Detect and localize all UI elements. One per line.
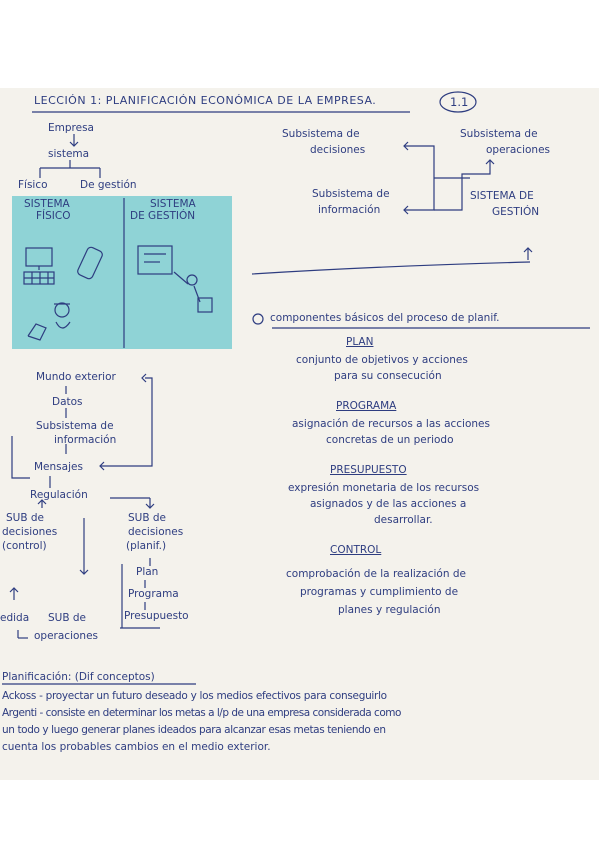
panel-fisico-title-2: FÍSICO: [36, 210, 71, 222]
plan-title: PLAN: [346, 336, 374, 348]
bottom-heading: Planificación: (Dif conceptos): [2, 671, 155, 683]
programa-line-1: asignación de recursos a las acciones: [292, 418, 490, 430]
rd-sistema-gestion-1: SISTEMA DE: [470, 190, 534, 202]
flow-regulacion: Regulación: [30, 489, 88, 501]
flow-presupuesto: Presupuesto: [124, 610, 189, 622]
flow-mundo-exterior: Mundo exterior: [36, 371, 116, 383]
panel-gestion-title-2: DE GESTIÓN: [130, 210, 196, 222]
presupuesto-title: PRESUPUESTO: [330, 464, 407, 476]
rd-sub-informacion-2: información: [318, 204, 381, 216]
rd-sub-informacion-1: Subsistema de: [312, 188, 390, 200]
programa-line-2: concretas de un periodo: [326, 434, 454, 446]
tree-fisico: Físico: [18, 179, 48, 191]
presupuesto-line-1: expresión monetaria de los recursos: [288, 482, 480, 494]
rd-sub-operaciones-1: Subsistema de: [460, 128, 538, 140]
flow-sub-info-2: información: [54, 434, 117, 446]
plan-line-1: conjunto de objetivos y acciones: [296, 354, 468, 366]
plan-line-2: para su consecución: [334, 370, 442, 382]
flow-sub-oper-2: operaciones: [34, 630, 98, 642]
page-title: LECCIÓN 1: PLANIFICACIÓN ECONÓMICA DE LA…: [34, 94, 377, 107]
flow-medida: edida: [0, 612, 30, 624]
notebook-page: LECCIÓN 1: PLANIFICACIÓN ECONÓMICA DE LA…: [0, 88, 599, 780]
flow-sub-control-3: (control): [2, 540, 47, 552]
sketch-lines: [2, 91, 590, 685]
flow-sub-plan-2: decisiones: [128, 526, 184, 538]
bottom-line-3: un todo y luego generar planes ideados p…: [2, 724, 386, 736]
tree-de-gestion: De gestión: [80, 179, 137, 191]
flow-programa: Programa: [128, 588, 179, 600]
flow-mensajes: Mensajes: [34, 461, 83, 473]
presupuesto-line-3: desarrollar.: [374, 514, 433, 526]
presupuesto-line-2: asignados y de las acciones a: [310, 498, 467, 510]
rd-sub-operaciones-2: operaciones: [486, 144, 550, 156]
rd-sistema-gestion-2: GESTIÓN: [492, 206, 540, 218]
rd-sub-decisiones-1: Subsistema de: [282, 128, 360, 140]
flow-sub-plan-3: (planif.): [126, 540, 167, 552]
rd-sub-decisiones-2: decisiones: [310, 144, 366, 156]
flow-sub-control-2: decisiones: [2, 526, 58, 538]
flow-sub-info-1: Subsistema de: [36, 420, 114, 432]
programa-title: PROGRAMA: [336, 400, 397, 412]
flow-sub-plan-1: SUB de: [128, 512, 167, 524]
control-line-1: comprobación de la realización de: [286, 568, 466, 580]
bottom-line-1: Ackoss - proyectar un futuro deseado y l…: [2, 690, 387, 702]
bottom-line-2: Argenti - consiste en determinar los met…: [2, 707, 401, 719]
panel-drawings: [23, 198, 213, 348]
control-title: CONTROL: [330, 544, 382, 556]
control-line-2: programas y cumplimiento de: [300, 586, 459, 598]
tree-empresa: Empresa: [48, 122, 94, 134]
panel-gestion-title-1: SISTEMA: [150, 198, 196, 210]
control-line-3: planes y regulación: [338, 604, 441, 616]
bottom-line-4: cuenta los probables cambios en el medio…: [2, 741, 271, 753]
flow-sub-oper-1: SUB de: [48, 612, 87, 624]
flow-sub-control-1: SUB de: [6, 512, 45, 524]
componentes-heading: componentes básicos del proceso de plani…: [270, 312, 500, 324]
tree-sistema: sistema: [48, 148, 90, 160]
panel-fisico-title-1: SISTEMA: [24, 198, 70, 210]
flow-plan: Plan: [136, 566, 159, 578]
flow-datos: Datos: [52, 396, 83, 408]
lesson-badge: 1.1: [450, 95, 469, 109]
